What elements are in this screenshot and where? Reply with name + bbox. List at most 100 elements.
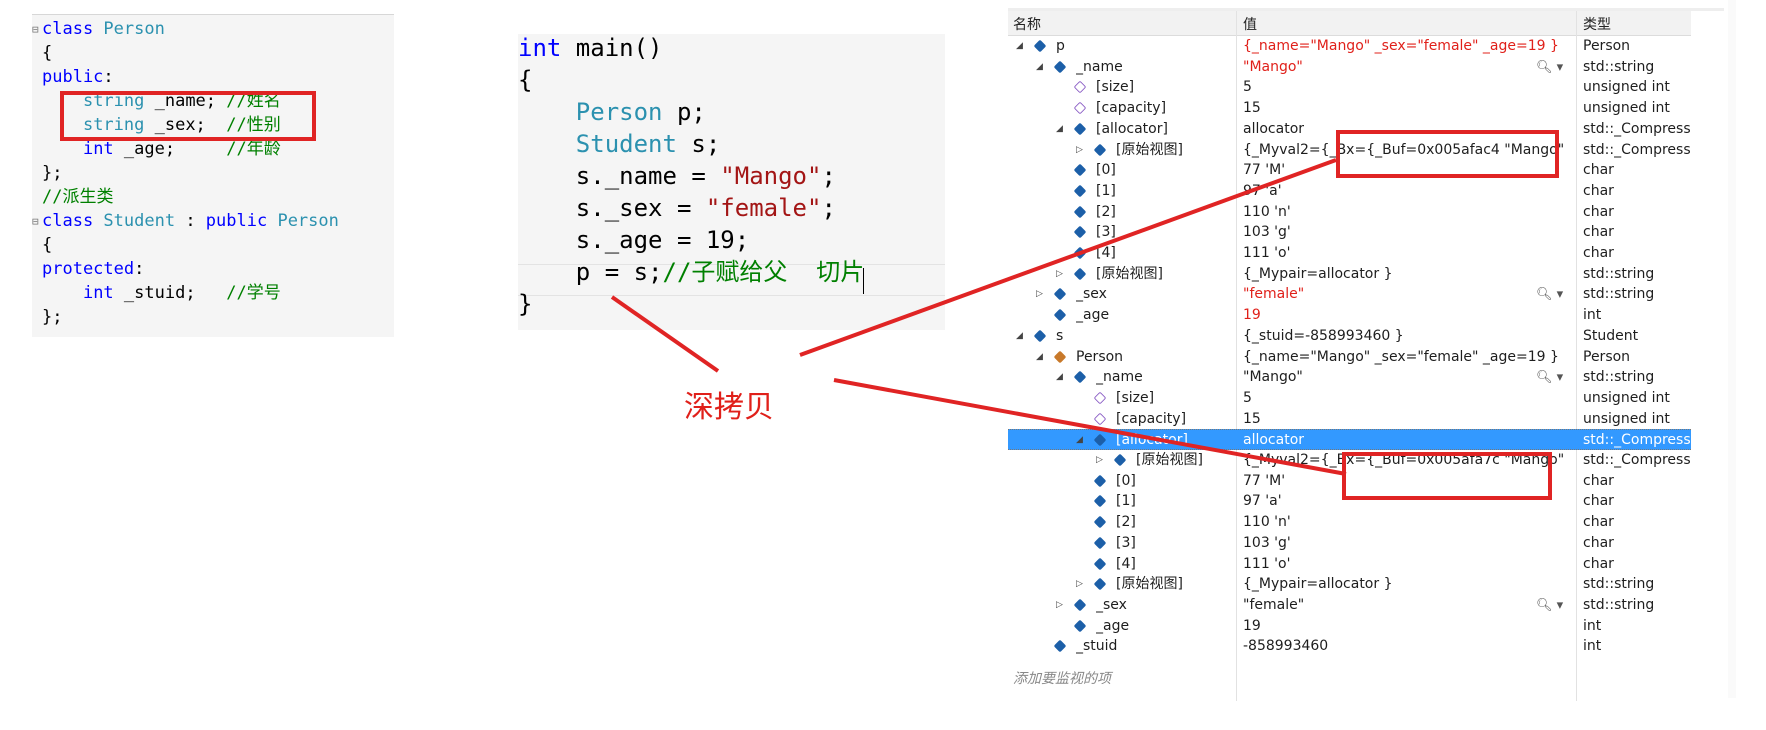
watch-row-value: 19	[1243, 307, 1261, 324]
watch-row-value: {_Myval2={_Bx={_Buf=0x005afa7c "Mango" _…	[1243, 452, 1568, 468]
watch-row[interactable]: [3]103 'g'char	[1008, 222, 1691, 243]
column-separator[interactable]	[1576, 11, 1577, 701]
class-code-line: class Student : public Person	[42, 209, 339, 233]
watch-row-value: 97 'a'	[1243, 182, 1282, 199]
watch-row-type: std::string	[1583, 596, 1655, 613]
watch-row-name: [capacity]	[1096, 100, 1167, 117]
collapsed-triangle-icon[interactable]: ▷	[1056, 599, 1063, 610]
watch-row[interactable]: ◢s{_stuid=-858993460 }Student	[1008, 326, 1691, 347]
watch-row-value: {_name="Mango" _sex="female" _age=19 }	[1243, 38, 1559, 54]
watch-row-type: char	[1583, 182, 1614, 199]
collapsed-triangle-icon[interactable]: ▷	[1076, 579, 1083, 590]
main-code-line: s._name = "Mango";	[518, 160, 836, 192]
watch-row-name: [allocator]	[1096, 120, 1168, 137]
collapsed-triangle-icon[interactable]: ▷	[1056, 268, 1063, 279]
watch-row[interactable]: [capacity] 15 unsigned int	[1008, 98, 1691, 119]
watch-row[interactable]: [1]97 'a'char	[1008, 491, 1691, 512]
main-code-line: s._sex = "female";	[518, 192, 836, 224]
watch-row[interactable]: [3]103 'g'char	[1008, 533, 1691, 554]
collapsed-triangle-icon[interactable]: ▷	[1036, 289, 1043, 300]
watch-row[interactable]: [2]110 'n'char	[1008, 202, 1691, 223]
expanded-triangle-icon[interactable]: ◢	[1016, 41, 1023, 51]
watch-row-value: {_Mypair=allocator }	[1243, 265, 1393, 282]
watch-row-name: [3]	[1096, 224, 1116, 241]
visualizer-search-icon[interactable]: 🔍︎ ▾	[1536, 370, 1564, 386]
expanded-triangle-icon[interactable]: ◢	[1056, 123, 1063, 134]
watch-row[interactable]: ▷[原始视图]{_Mypair=allocator }std::string	[1008, 264, 1691, 285]
watch-row[interactable]: [0]77 'M'char	[1008, 160, 1691, 181]
expanded-triangle-icon[interactable]: ◢	[1036, 61, 1043, 72]
column-header-name[interactable]: 名称	[1013, 17, 1041, 33]
watch-row-value: {_Mypair=allocator }	[1243, 576, 1393, 593]
class-code-line: protected:	[42, 257, 144, 281]
column-separator[interactable]	[1236, 11, 1237, 701]
watch-row[interactable]: [2]110 'n'char	[1008, 512, 1691, 533]
watch-row[interactable]: ◢p{_name="Mango" _sex="female" _age=19 }…	[1008, 36, 1691, 57]
class-code-line: //派生类	[42, 185, 113, 209]
watch-row[interactable]: ▷[原始视图]{_Mypair=allocator }std::string	[1008, 574, 1691, 595]
code-token: s._name =	[518, 162, 721, 190]
class-code-line: };	[42, 305, 62, 329]
watch-row-type: std::string	[1583, 369, 1655, 386]
code-token: protected	[42, 259, 135, 279]
watch-row[interactable]: ◢_name"Mango"🔍︎ ▾std::string	[1008, 367, 1691, 388]
watch-row[interactable]: ▷_sex"female"🔍︎ ▾std::string	[1008, 595, 1691, 616]
code-token: ;	[821, 194, 836, 222]
watch-row-value: 77 'M'	[1243, 472, 1286, 489]
visualizer-search-icon[interactable]: 🔍︎ ▾	[1536, 287, 1564, 303]
watch-row-value: -858993460	[1243, 638, 1329, 655]
watch-row-type: unsigned int	[1583, 100, 1670, 117]
watch-row[interactable]: [4]111 'o'char	[1008, 554, 1691, 575]
code-token: string	[82, 91, 145, 111]
column-header-type[interactable]: 类型	[1583, 17, 1611, 33]
expanded-triangle-icon[interactable]: ◢	[1036, 351, 1043, 362]
watch-row[interactable]: [1]97 'a'char	[1008, 181, 1691, 202]
watch-row[interactable]: ◢_name"Mango"🔍︎ ▾std::string	[1008, 57, 1691, 78]
watch-row-name: [4]	[1116, 555, 1136, 572]
watch-row-name: [原始视图]	[1136, 452, 1203, 468]
watch-row-value: 19	[1243, 617, 1261, 634]
main-code-line: Person p;	[518, 96, 706, 128]
expanded-triangle-icon[interactable]: ◢	[1076, 435, 1083, 446]
expanded-triangle-icon[interactable]: ◢	[1056, 372, 1063, 383]
code-token: int	[82, 283, 114, 303]
code-token: //姓名	[226, 91, 281, 111]
code-token: Student	[575, 130, 677, 158]
code-token: p = s;	[518, 258, 663, 286]
watch-row[interactable]: [0]77 'M'char	[1008, 471, 1691, 492]
watch-row[interactable]: ▷[原始视图]{_Myval2={_Bx={_Buf=0x005afac4 "M…	[1008, 140, 1691, 161]
visualizer-search-icon[interactable]: 🔍︎ ▾	[1536, 597, 1564, 613]
watch-row-type: std::string	[1583, 576, 1655, 593]
collapsed-triangle-icon[interactable]: ▷	[1096, 455, 1103, 465]
watch-row[interactable]: ◢Person{_name="Mango" _sex="female" _age…	[1008, 347, 1691, 368]
text-cursor	[863, 268, 864, 294]
code-token: string	[82, 115, 145, 135]
watch-row-name: [4]	[1096, 245, 1116, 261]
watch-row-value: 15	[1243, 100, 1261, 117]
main-code-line: }	[518, 288, 532, 320]
watch-row[interactable]: [4]111 'o'char	[1008, 243, 1691, 264]
scroll-edge[interactable]	[1728, 0, 1736, 698]
watch-row[interactable]: ▷_sex"female"🔍︎ ▾std::string	[1008, 284, 1691, 305]
watch-row-type: int	[1583, 638, 1602, 655]
visualizer-search-icon[interactable]: 🔍︎ ▾	[1536, 59, 1564, 75]
code-token: main()	[561, 34, 663, 62]
collapsed-triangle-icon[interactable]: ▷	[1076, 144, 1083, 155]
fold-toggle-icon[interactable]: ⊟	[32, 23, 39, 36]
add-watch-item[interactable]: 添加要监视的项	[1013, 671, 1111, 687]
expanded-triangle-icon[interactable]: ◢	[1016, 330, 1023, 341]
watch-row-type: std::string	[1583, 286, 1655, 303]
watch-row-value: 5	[1243, 79, 1252, 96]
main-code-line: p = s;//子赋给父 切片	[518, 256, 865, 288]
code-token: //年龄	[226, 139, 281, 159]
column-header-value[interactable]: 值	[1243, 17, 1257, 33]
fold-toggle-icon[interactable]: ⊟	[32, 215, 39, 228]
watch-row[interactable]: ▷ [原始视图] {_Myval2={_Bx={_Buf=0x005afa7c "M…	[1008, 450, 1691, 471]
